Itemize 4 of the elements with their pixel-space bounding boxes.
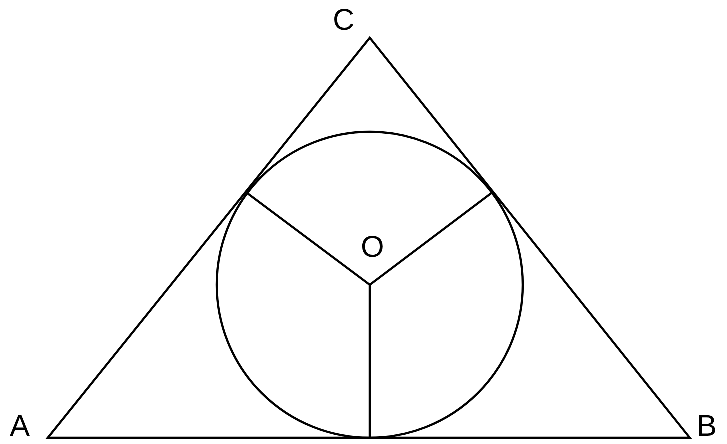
center-label: O [361, 233, 384, 263]
vertex-label: B [697, 412, 718, 442]
vertex-label: A [10, 412, 30, 442]
vertex-label: C [333, 6, 355, 36]
